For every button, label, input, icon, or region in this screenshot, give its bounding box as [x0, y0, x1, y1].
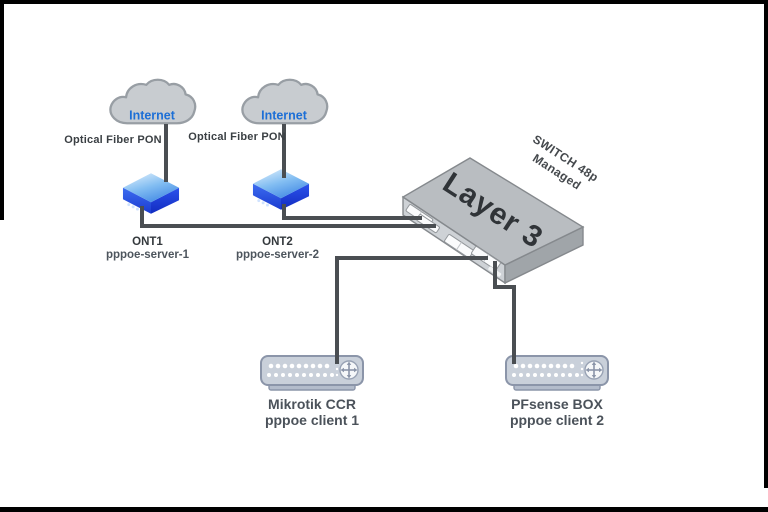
client2-label: PFsense BOX pppoe client 2	[487, 396, 627, 428]
client2-role: pppoe client 2	[509, 412, 605, 429]
cable-switch-pfsense	[493, 261, 516, 364]
internet-label: Internet	[261, 108, 307, 122]
internet-cloud-2: Internet	[241, 78, 329, 125]
ont-led	[261, 201, 265, 205]
border-strip-bottom	[0, 507, 768, 512]
border-strip-right	[764, 0, 768, 488]
client1-label: Mikrotik CCR pppoe client 1	[242, 396, 382, 428]
border-strip-left	[0, 0, 4, 220]
pfsense-router	[505, 355, 609, 391]
ont-led	[127, 203, 131, 207]
internet-label: Internet	[129, 108, 175, 122]
ont-right-face	[151, 187, 180, 214]
cloud-shape	[241, 78, 329, 125]
ont2-device	[252, 169, 310, 210]
ont2-label: ONT2 pppoe-server-2	[215, 236, 340, 262]
ont-led	[257, 199, 261, 203]
internet-cloud-1: Internet	[109, 78, 197, 125]
ont1-role: pppoe-server-1	[105, 249, 190, 262]
switch-port-bank	[444, 234, 474, 259]
switch-top-face	[401, 157, 585, 266]
cable-ont2-switch	[282, 204, 422, 220]
cloud-shape	[109, 78, 197, 125]
client1-role: pppoe client 1	[264, 412, 360, 429]
ont-left-face	[252, 183, 281, 210]
ont-led	[131, 205, 135, 209]
ont-led	[136, 207, 139, 211]
pon-label-2: Optical Fiber PON	[188, 131, 286, 143]
border-strip-top	[0, 0, 768, 4]
client1-name: Mikrotik CCR	[268, 396, 356, 412]
ont2-name: ONT2	[262, 236, 293, 248]
cable-ont1-switch	[140, 206, 436, 228]
router-ports	[267, 361, 339, 377]
ont-right-face	[281, 183, 310, 210]
ont-led	[266, 203, 269, 207]
router-ports	[512, 361, 584, 377]
ont2-role: pppoe-server-2	[235, 249, 320, 262]
cable-switch-mikrotik	[335, 256, 488, 364]
client2-name: PFsense BOX	[511, 396, 603, 412]
move-arrows-icon	[584, 360, 604, 380]
move-arrows-icon	[339, 360, 359, 380]
ont1-label: ONT1 pppoe-server-1	[85, 236, 210, 262]
ont1-name: ONT1	[132, 236, 163, 248]
pon-label-1: Optical Fiber PON	[64, 134, 162, 146]
switch-device: Layer 3	[401, 157, 585, 285]
